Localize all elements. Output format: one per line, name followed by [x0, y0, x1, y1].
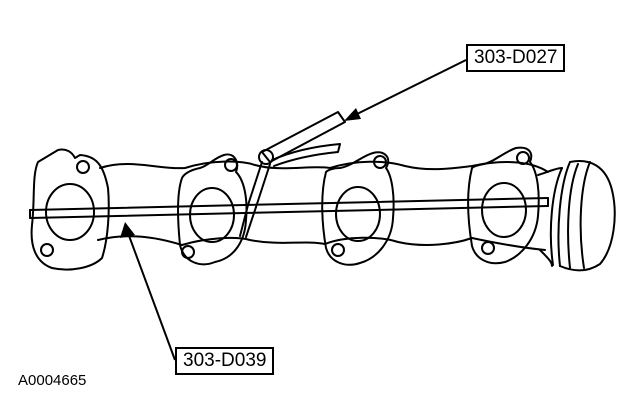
figure-id: A0004665	[18, 372, 87, 389]
manifold-runner-upper	[99, 160, 549, 173]
manifold-runner-lower	[97, 235, 546, 251]
outlet-flange	[537, 160, 616, 272]
feeler-gauge-tool	[239, 111, 346, 238]
flange-2	[177, 153, 248, 266]
flange-1	[30, 148, 110, 271]
straightedge-tool	[29, 197, 549, 219]
arrowhead-lower	[120, 222, 135, 238]
flange-3	[321, 151, 395, 266]
tool-label-303-d027: 303-D027	[466, 44, 566, 72]
tool-label-303-d039: 303-D039	[175, 347, 275, 375]
leader-upper	[352, 59, 467, 117]
leader-lower	[127, 232, 176, 361]
flange-4	[467, 146, 540, 265]
arrowhead-upper	[344, 108, 361, 121]
